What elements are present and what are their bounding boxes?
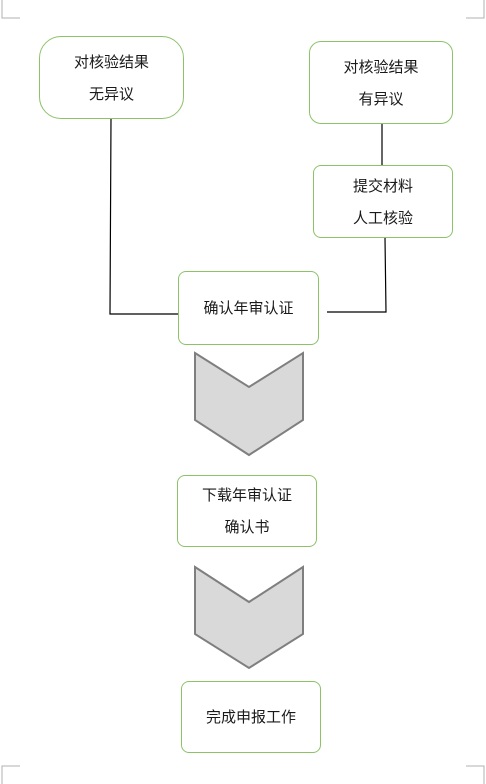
node-download-cert: 下载年审认证 确认书 <box>177 475 317 547</box>
node-submit-materials: 提交材料 人工核验 <box>313 165 453 238</box>
crop-mark-top-left <box>1 0 20 19</box>
connector-no-objection-to-confirm <box>109 117 178 315</box>
node-complete-line1: 完成申报工作 <box>205 708 296 726</box>
crop-mark-top-right <box>466 0 485 19</box>
node-no-objection: 对核验结果 无异议 <box>39 36 184 119</box>
down-chevron-arrow-2 <box>194 565 304 670</box>
node-confirm-cert-line1: 确认年审认证 <box>203 299 294 317</box>
node-no-objection-line1: 对核验结果 <box>73 52 149 71</box>
down-chevron-arrow-1 <box>194 351 304 457</box>
node-submit-materials-line1: 提交材料 <box>352 176 413 195</box>
node-has-objection-line2: 有异议 <box>358 89 404 108</box>
crop-mark-bottom-left <box>1 765 20 784</box>
crop-mark-bottom-right <box>466 765 485 784</box>
connector-submit-to-confirm <box>327 237 387 313</box>
node-download-cert-line2: 确认书 <box>224 518 270 536</box>
node-confirm-cert: 确认年审认证 <box>178 271 319 345</box>
node-has-objection: 对核验结果 有异议 <box>309 41 453 124</box>
node-complete: 完成申报工作 <box>181 681 321 753</box>
node-submit-materials-line2: 人工核验 <box>352 208 413 227</box>
node-no-objection-line2: 无异议 <box>88 84 134 103</box>
node-has-objection-line1: 对核验结果 <box>343 57 419 76</box>
node-download-cert-line1: 下载年审认证 <box>201 486 292 504</box>
